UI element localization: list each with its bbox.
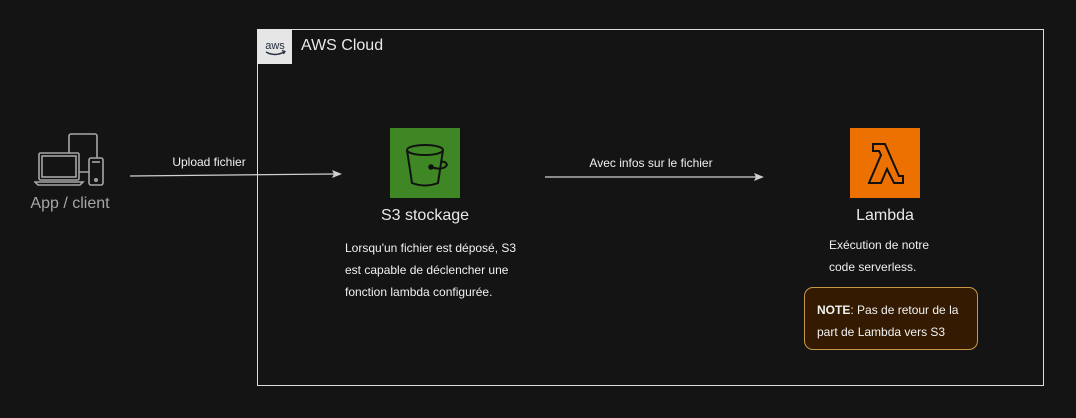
upload-edge-label: Upload fichier [172,155,246,169]
infos-edge-label: Avec infos sur le fichier [589,156,713,170]
aws-logo-icon: aws [257,29,292,64]
client-label: App / client [30,195,110,212]
lambda-label: Lambda [856,207,914,224]
s3-description-line: fonction lambda configurée. [345,285,493,299]
s3-description: Lorsqu'un fichier est déposé, S3 est cap… [345,237,545,303]
note-box: NOTE: Pas de retour de la part de Lambda… [804,287,978,350]
lambda-tile [850,128,920,198]
note-text-2: part de Lambda vers S3 [817,325,946,339]
s3-description-line: Lorsqu'un fichier est déposé, S3 [345,241,517,255]
s3-tile [390,128,460,198]
bucket-icon [406,144,449,187]
lambda-description: Exécution de notre code serverless. [829,234,979,278]
s3-description-line: est capable de déclencher une [345,263,509,277]
lambda-description-line: code serverless. [829,260,917,274]
lambda-icon [867,143,904,184]
note-text-1: : Pas de retour de la [850,303,959,317]
lambda-description-line: Exécution de notre [829,238,930,252]
svg-text:aws: aws [265,40,285,52]
s3-label: S3 stockage [380,207,470,224]
aws-cloud-group [257,29,1044,386]
devices-icon [33,133,106,187]
aws-cloud-title: AWS Cloud [301,37,384,54]
note-bold-label: NOTE [817,303,851,317]
note-line-1: NOTE: Pas de retour de la [817,299,969,321]
